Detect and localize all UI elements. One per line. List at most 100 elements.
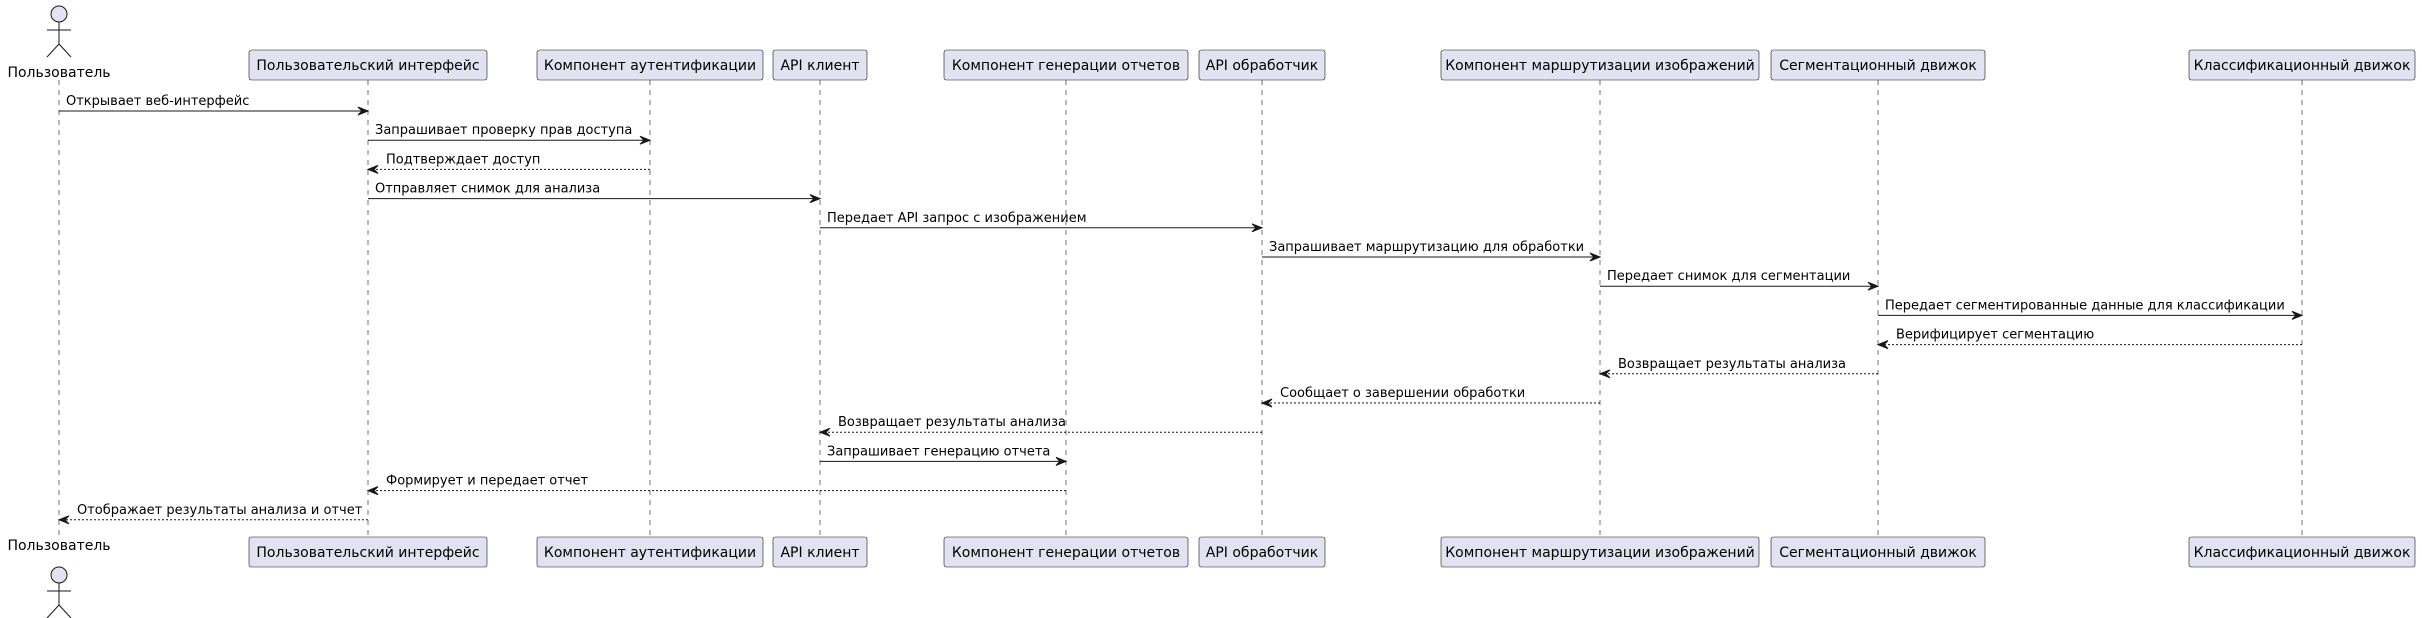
message-label: Передает сегментированные данные для кла… [1885,298,2285,313]
participant-router-top: Компонент маршрутизации изображений [1440,49,1760,81]
participant-report-top: Компонент генерации отчетов [943,49,1189,81]
message-9: Верифицирует сегментацию [1876,328,2302,350]
arrowhead-icon [366,486,379,496]
message-4: Отправляет снимок для анализа [368,182,822,204]
participant-label: Компонент генерации отчетов [952,545,1180,561]
arrowhead-icon [809,194,822,204]
message-label: Запрашивает проверку прав доступа [375,123,632,138]
arrowhead-icon [639,135,652,145]
participant-label: Классификационный движок [2194,545,2411,561]
participant-api_handler-top: API обработчик [1198,49,1326,81]
arrowhead-icon [357,106,370,116]
participant-label: API обработчик [1206,58,1318,74]
arrowhead-icon [57,515,70,525]
participant-box [536,49,764,81]
actor-top: Пользователь [7,5,111,81]
message-7: Передает снимок для сегментации [1600,269,1880,291]
participant-box [1198,49,1326,81]
participant-label: Компонент аутентификации [544,58,756,74]
participant-box [1198,536,1326,568]
participant-ui-top: Пользовательский интерфейс [248,49,488,81]
participants-top: Пользователь Пользовательский интерфейс Ко… [7,5,2416,81]
message-2: Запрашивает проверку прав доступа [368,123,652,145]
lifelines [58,80,2303,537]
participant-auth-top: Компонент аутентификации [536,49,764,81]
participant-api_client-top: API клиент [772,49,868,81]
participant-box [1440,536,1760,568]
participant-box [1770,536,1986,568]
participant-box [2188,49,2416,81]
message-8: Передает сегментированные данные для кла… [1878,298,2304,320]
message-label: Возвращает результаты анализа [838,415,1066,430]
message-3: Подтверждает доступ [366,152,650,174]
message-15: Отображает результаты анализа и отчет [57,503,368,525]
participant-label: Классификационный движок [2194,58,2411,74]
message-label: Открывает веб-интерфейс [66,94,249,109]
participant-box [2188,536,2416,568]
message-label: Отображает результаты анализа и отчет [77,503,363,518]
message-label: Запрашивает генерацию отчета [827,444,1050,459]
participant-label: API клиент [780,58,859,74]
participant-label: Пользовательский интерфейс [256,58,479,74]
participant-label: Компонент маршрутизации изображений [1445,545,1755,561]
message-5: Передает API запрос с изображением [820,211,1264,233]
participant-label: API обработчик [1206,545,1318,561]
actor-bottom: Пользователь [7,538,111,618]
actor-head-icon [50,5,68,23]
arrowhead-icon [1260,398,1273,408]
participant-api_client-bottom: API клиент [772,536,868,568]
participant-box [248,49,488,81]
message-label: Передает снимок для сегментации [1607,269,1850,284]
actor-right-leg [58,43,72,58]
message-1: Открывает веб-интерфейс [59,94,370,116]
message-12: Возвращает результаты анализа [818,415,1262,437]
actor-left-leg [46,604,60,618]
message-label: Передает API запрос с изображением [827,211,1087,226]
arrowhead-icon [1251,223,1264,233]
participant-box [943,536,1189,568]
message-label: Запрашивает маршрутизацию для обработки [1269,240,1584,255]
participant-api_handler-bottom: API обработчик [1198,536,1326,568]
participant-classif-bottom: Классификационный движок [2188,536,2416,568]
participant-box [943,49,1189,81]
arrowhead-icon [366,164,379,174]
participant-label: Компонент маршрутизации изображений [1445,58,1755,74]
participant-segm-bottom: Сегментационный движок [1770,536,1986,568]
actor-head-icon [50,566,68,584]
participant-label: Сегментационный движок [1779,545,1977,561]
participant-classif-top: Классификационный движок [2188,49,2416,81]
arrowhead-icon [818,427,831,437]
participant-ui-bottom: Пользовательский интерфейс [248,536,488,568]
message-label: Возвращает результаты анализа [1618,357,1846,372]
actor-label: Пользователь [7,65,110,81]
participant-box [248,536,488,568]
participant-box [1770,49,1986,81]
arrowhead-icon [1867,281,1880,291]
participant-box [772,49,868,81]
message-label: Отправляет снимок для анализа [375,182,600,197]
participant-label: API клиент [780,545,859,561]
message-label: Сообщает о завершении обработки [1280,386,1525,401]
message-6: Запрашивает маршрутизацию для обработки [1262,240,1602,262]
message-13: Запрашивает генерацию отчета [820,444,1068,466]
participants-bottom: Пользователь Пользовательский интерфейс Ко… [7,536,2416,618]
arrowhead-icon [1055,456,1068,466]
message-label: Подтверждает доступ [386,152,540,167]
message-label: Верифицирует сегментацию [1896,328,2094,343]
participant-label: Компонент аутентификации [544,545,756,561]
participant-report-bottom: Компонент генерации отчетов [943,536,1189,568]
participant-box [772,536,868,568]
actor-left-leg [46,43,60,58]
actor-label: Пользователь [7,538,110,554]
participant-label: Пользовательский интерфейс [256,545,479,561]
arrowhead-icon [1598,369,1611,379]
participant-label: Компонент генерации отчетов [952,58,1180,74]
participant-segm-top: Сегментационный движок [1770,49,1986,81]
participant-label: Сегментационный движок [1779,58,1977,74]
message-14: Формирует и передает отчет [366,474,1066,496]
message-11: Сообщает о завершении обработки [1260,386,1600,408]
participant-box [536,536,764,568]
arrowhead-icon [1589,252,1602,262]
